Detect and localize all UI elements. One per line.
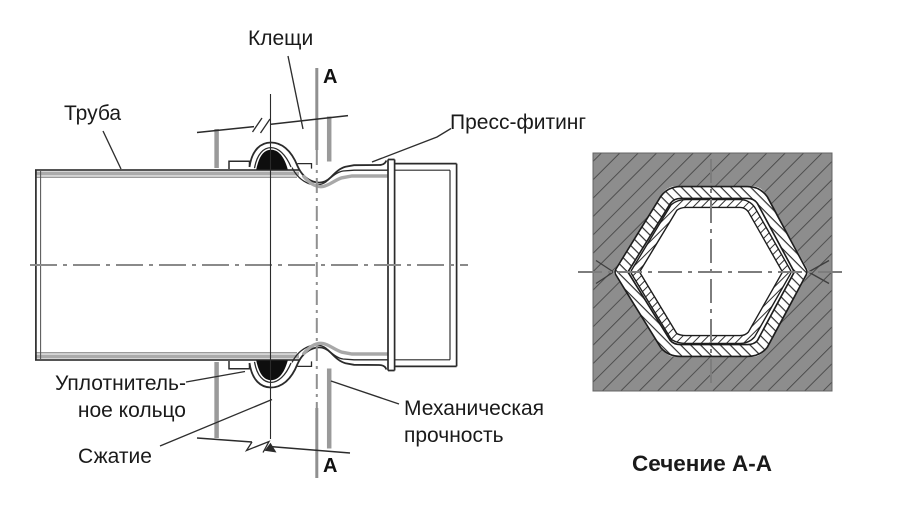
pipe-and-fitting-profile [35,141,457,189]
leader-sealing-ring [185,370,246,383]
label-sealing-ring-line1: Уплотнитель- [55,372,186,395]
section-marker-bottom: А [323,455,338,477]
jaw-step-left [228,160,251,169]
leader-pipe [102,130,122,170]
break-arrowhead [264,442,277,453]
label-mech-strength-line2: прочность [404,424,504,447]
label-compression: Сжатие [78,445,152,468]
press-jaw-bottom [196,362,351,454]
pressed-pipe-band [301,174,388,189]
break-zigzag [244,440,271,453]
leader-pliers [287,55,304,130]
section-marker-top: А [323,66,338,88]
leader-compression [159,398,273,447]
label-sealing-ring: Уплотнитель- ное кольцо [36,370,186,424]
leader-press-fitting [371,127,452,163]
leader-lines [102,55,452,447]
label-press-fitting: Пресс-фитинг [450,111,587,134]
press-jaw-top [196,114,349,168]
break-marks [251,117,271,134]
label-mech-strength-line1: Механическая [404,397,545,420]
section-view [578,152,846,392]
leader-mech-strength [330,380,400,405]
label-pliers: Клещи [248,27,314,50]
label-pipe: Труба [64,102,122,125]
label-mech-strength: Механическая прочность [404,395,544,449]
label-sealing-ring-line2: ное кольцо [77,399,186,422]
seal-ring-section [256,149,288,170]
section-caption: Сечение А-А [632,451,772,476]
die-parting-seams [595,259,830,285]
jaw-step-right [297,162,313,169]
crimp-inner-line [291,167,388,186]
